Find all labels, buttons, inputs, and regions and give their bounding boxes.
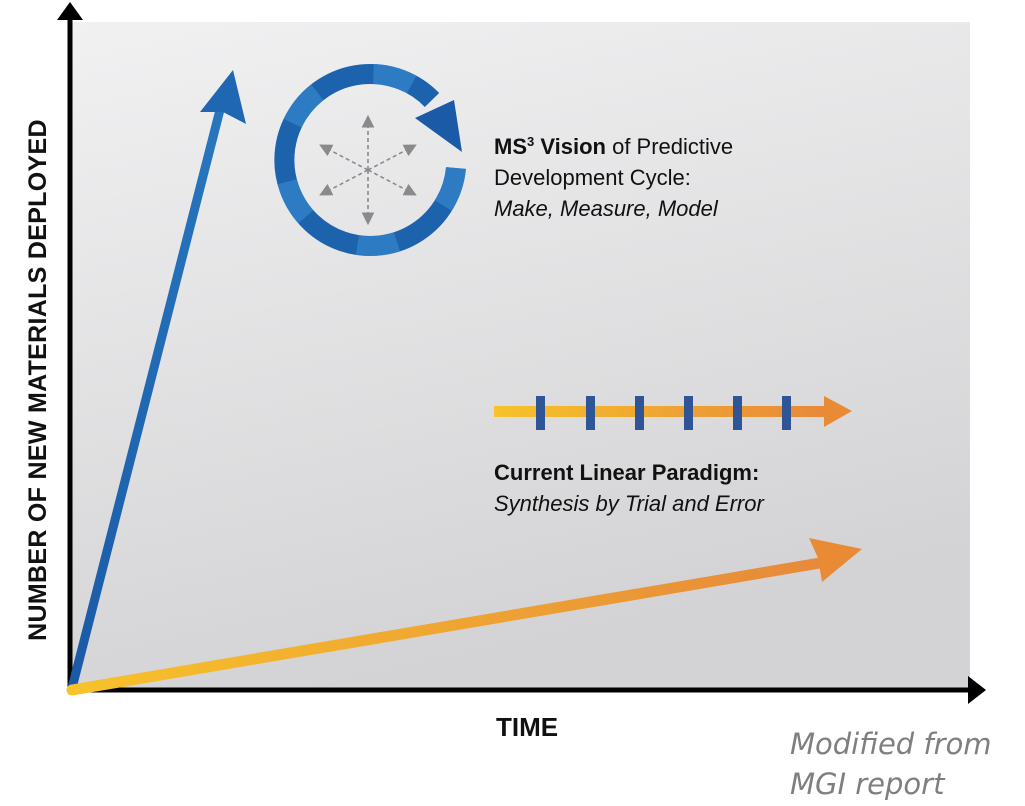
linear-subtitle: Synthesis by Trial and Error [494, 491, 764, 516]
linear-paradigm-arrow [494, 396, 852, 427]
vision-line-3: Make, Measure, Model [494, 196, 718, 221]
linear-paradigm-ticks [536, 396, 791, 430]
vision-title-bold-tail: Vision [534, 134, 606, 159]
x-axis [68, 676, 986, 704]
y-axis-label: NUMBER OF NEW MATERIALS DEPLOYED [24, 119, 52, 641]
vision-line-2: Development Cycle: [494, 165, 691, 190]
linear-title: Current Linear Paradigm: [494, 460, 760, 485]
vision-title-ms: MS [494, 134, 527, 159]
circular-arrow-icon [274, 63, 466, 256]
vision-title-rest: of Predictive [605, 134, 734, 159]
vision-title-sup: 3 [527, 134, 535, 149]
vision-caption: MS3 Vision of Predictive Development Cyc… [494, 126, 733, 224]
x-axis-label: TIME [496, 712, 559, 742]
plot-background [72, 22, 970, 688]
y-axis [57, 2, 83, 690]
shallow-orange-arrow [66, 538, 862, 696]
linear-caption: Current Linear Paradigm: Synthesis by Tr… [494, 457, 764, 519]
six-way-arrows-icon [319, 114, 417, 226]
source-note: Modified from MGI report [790, 727, 992, 801]
steep-blue-arrow [67, 70, 246, 693]
vision-title: MS3 Vision of Predictive [494, 126, 733, 162]
